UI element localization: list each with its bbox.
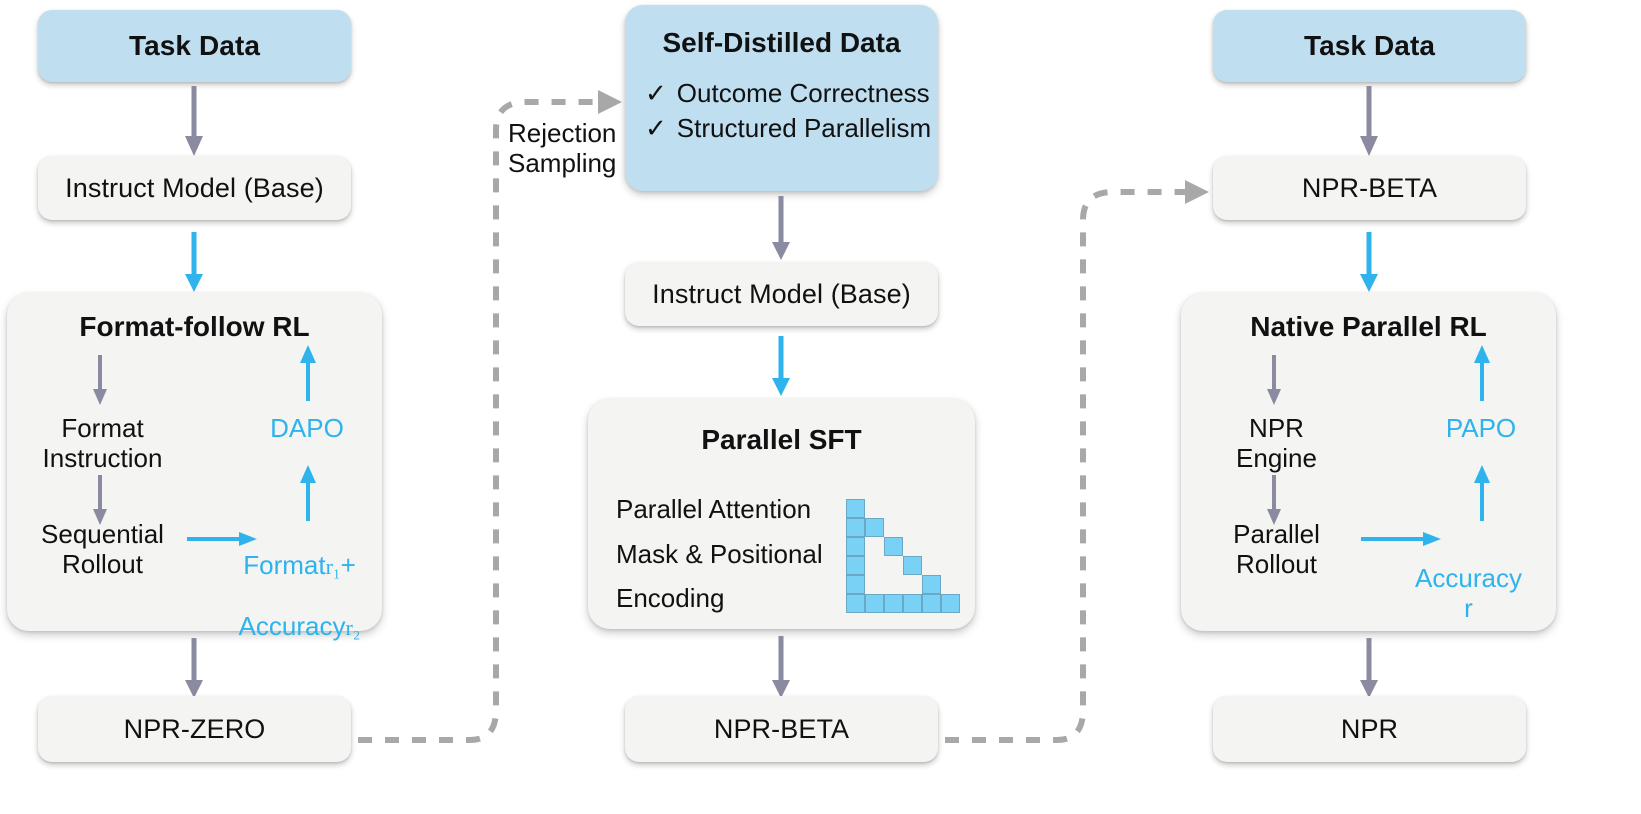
arrow-inner-left-bottom-right	[1259, 475, 1289, 527]
self-distilled-bullet-list: ✓ Outcome Correctness ✓ Structured Paral…	[645, 77, 931, 146]
mask-cell	[846, 594, 865, 613]
panel-title: Parallel SFT	[701, 424, 862, 455]
node-self-distilled-data[interactable]: Self-Distilled Data ✓ Outcome Correctnes…	[625, 5, 938, 191]
inner-text-dapo: DAPO	[270, 413, 344, 443]
panel-parallel-sft[interactable]: Parallel SFT Parallel Attention Mask & P…	[588, 399, 975, 629]
dashed-arrow-nprbeta-to-nprbeta	[937, 80, 1227, 760]
node-npr-zero[interactable]: NPR-ZERO	[38, 696, 351, 762]
mask-cell	[884, 594, 903, 613]
node-label: Task Data	[1303, 30, 1436, 61]
arrow-inner-right-bottom-right	[1467, 463, 1497, 521]
panel-format-follow-rl[interactable]: Format-follow RL Format Instruction Sequ…	[7, 293, 382, 641]
node-npr-beta-bottom[interactable]: NPR-BETA	[625, 696, 938, 762]
list-item: Encoding	[616, 583, 725, 614]
inner-text-format-instruction: Format Instruction	[42, 413, 163, 474]
list-item: Parallel Attention	[616, 494, 812, 524]
arrow-inner-right-top-left	[293, 343, 323, 401]
node-task-data-right[interactable]: Task Data	[1213, 10, 1526, 82]
node-label: Instruct Model (Base)	[65, 172, 324, 203]
node-npr-beta-right[interactable]: NPR-BETA	[1213, 156, 1526, 220]
reward-format-label: Format	[243, 549, 326, 580]
arrow-inner-left-top-left	[85, 355, 115, 407]
reward-plus: +	[340, 549, 356, 580]
node-label: Instruct Model (Base)	[652, 278, 911, 309]
dashed-arrow-npr-zero-to-self-distilled	[350, 80, 640, 760]
list-item: ✓ Structured Parallelism	[645, 112, 931, 145]
arrow-nprbeta-to-rl-right	[1353, 232, 1385, 294]
mask-cell	[846, 556, 865, 575]
inner-text-papo: PAPO	[1445, 413, 1517, 443]
arrow-inner-right-bottom-left	[293, 463, 323, 521]
mask-cell	[922, 575, 941, 594]
node-label: Task Data	[128, 30, 261, 61]
arrow-rl-to-output-right	[1353, 638, 1385, 700]
mask-cell	[922, 594, 941, 613]
mask-cell	[903, 556, 922, 575]
inner-text-reward-right: Accuracy r	[1381, 533, 1556, 623]
reward-accuracy-subscript: r₂	[345, 615, 361, 641]
reward-format-subscript: r₁	[325, 553, 341, 579]
check-icon: ✓	[645, 78, 667, 108]
inner-text-npr-engine: NPR Engine	[1236, 413, 1317, 474]
check-icon: ✓	[645, 112, 667, 143]
panel-native-parallel-rl[interactable]: Native Parallel RL NPR Engine Parallel R…	[1181, 293, 1556, 631]
arrow-task-to-nprbeta-right	[1353, 86, 1385, 158]
arrow-rollout-to-reward-left	[187, 528, 259, 550]
arrow-instruct-to-rl-left	[178, 232, 210, 294]
parallel-sft-feature-list: Parallel Attention Mask & Positional Enc…	[616, 487, 823, 621]
list-item: ✓ Outcome Correctness	[645, 77, 931, 110]
mask-cell	[846, 518, 865, 537]
node-instruct-model-middle[interactable]: Instruct Model (Base)	[625, 262, 938, 326]
node-title: Self-Distilled Data	[662, 27, 901, 58]
mask-cell	[846, 499, 865, 518]
inner-text-reward-left: Formatr₁+ Accuracyr₂	[217, 519, 382, 642]
node-label: NPR-BETA	[713, 713, 850, 744]
node-task-data-left[interactable]: Task Data	[38, 10, 351, 82]
node-instruct-model-left[interactable]: Instruct Model (Base)	[38, 156, 351, 220]
mask-cell	[846, 537, 865, 556]
mask-cell	[941, 594, 960, 613]
mask-cell	[884, 537, 903, 556]
arrow-instruct-to-sft-middle	[765, 336, 797, 398]
arrow-inner-left-bottom-left	[85, 475, 115, 527]
inner-text-parallel-rollout: Parallel Rollout	[1233, 519, 1320, 580]
panel-title: Native Parallel RL	[1250, 311, 1487, 342]
node-npr[interactable]: NPR	[1213, 696, 1526, 762]
list-item-label: Outcome Correctness	[676, 78, 930, 108]
mask-cell	[903, 594, 922, 613]
panel-title: Format-follow RL	[79, 311, 310, 342]
arrow-rl-to-output-left	[178, 638, 210, 700]
arrow-task-to-instruct-left	[178, 86, 210, 158]
arrow-inner-right-top-right	[1467, 343, 1497, 401]
mask-cell	[846, 575, 865, 594]
attention-mask-grid	[846, 499, 960, 613]
reward-accuracy-label: Accuracy	[1415, 563, 1522, 594]
list-item-label: Structured Parallelism	[676, 112, 932, 143]
inner-text-sequential-rollout: Sequential Rollout	[41, 519, 164, 580]
reward-accuracy-label: Accuracy	[238, 611, 346, 642]
arrow-rollout-to-reward-right	[1361, 528, 1443, 550]
arrow-self-distilled-to-instruct-middle	[765, 196, 797, 262]
label-rejection-sampling: Rejection Sampling	[508, 118, 617, 179]
arrow-sft-to-output-middle	[765, 636, 797, 700]
reward-accuracy-symbol: r	[1464, 593, 1473, 624]
mask-cell	[865, 518, 884, 537]
node-label: NPR-ZERO	[123, 713, 266, 744]
mask-cell	[865, 594, 884, 613]
list-item: Mask & Positional	[616, 538, 823, 569]
node-label: NPR-BETA	[1301, 172, 1438, 203]
node-label: NPR	[1340, 713, 1399, 744]
arrow-inner-left-top-right	[1259, 355, 1289, 407]
